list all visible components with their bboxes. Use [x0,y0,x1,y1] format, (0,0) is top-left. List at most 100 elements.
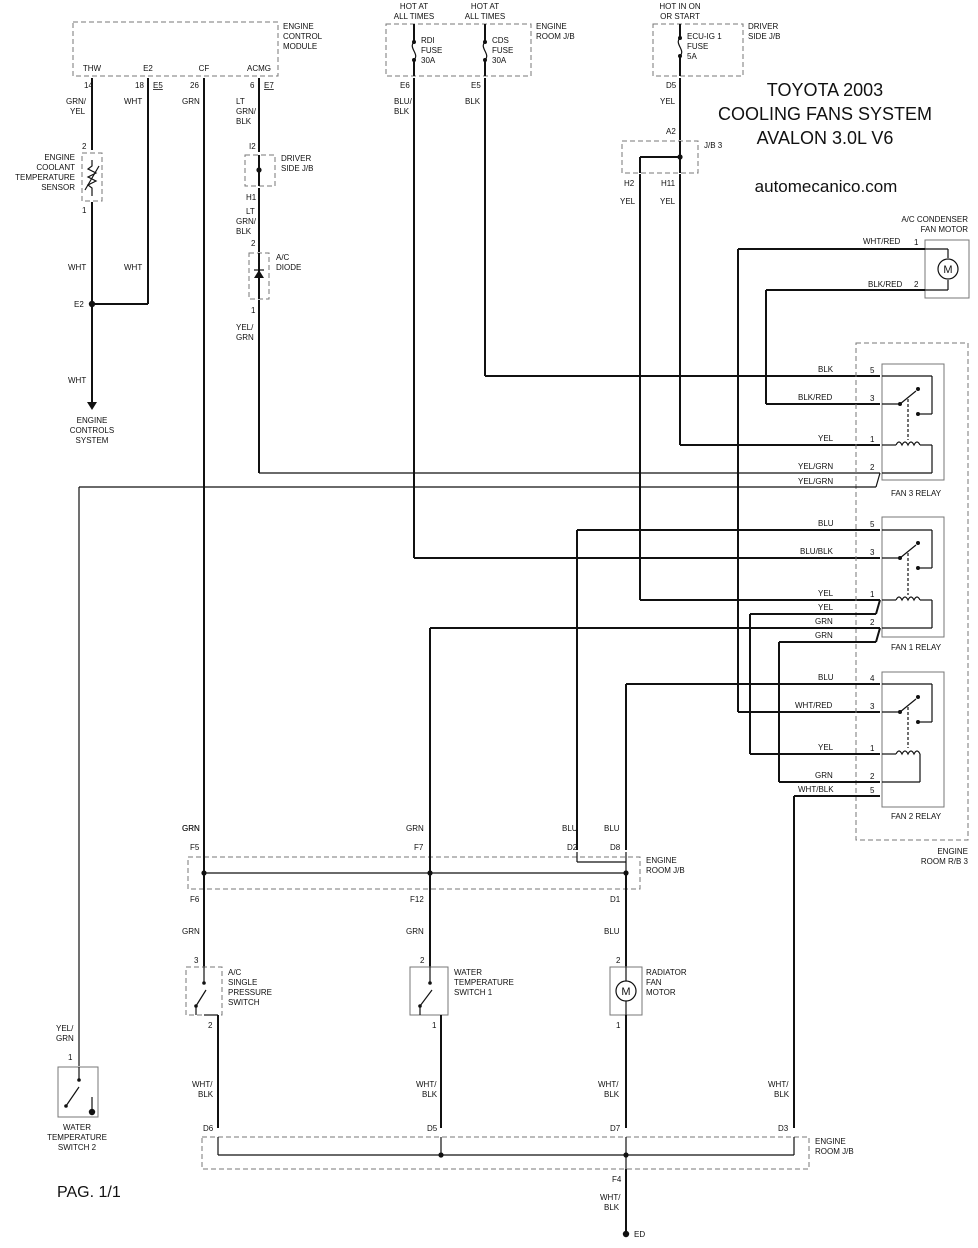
svg-text:18: 18 [135,81,144,90]
svg-text:WHT/: WHT/ [768,1080,789,1089]
svg-text:ENGINE: ENGINE [937,847,968,856]
svg-text:E5: E5 [471,81,481,90]
svg-text:ROOM J/B: ROOM J/B [536,32,575,41]
svg-text:HOT AT: HOT AT [471,2,499,11]
fuse-block: HOT AT ALL TIMES HOT AT ALL TIMES RDI FU… [385,2,575,90]
website-text: automecanico.com [755,177,898,196]
water-temp-switch-1: 2 WATER TEMPERATURE SWITCH 1 1 [409,956,514,1128]
svg-text:D5: D5 [666,81,677,90]
svg-text:2: 2 [82,142,87,151]
svg-text:YEL: YEL [660,97,676,106]
svg-text:ROOM J/B: ROOM J/B [646,866,685,875]
svg-text:SENSOR: SENSOR [41,183,75,192]
svg-text:WHT: WHT [124,97,142,106]
svg-text:BLK/RED: BLK/RED [868,280,902,289]
svg-text:1: 1 [68,1053,73,1062]
svg-text:F12: F12 [410,895,424,904]
svg-text:BLK: BLK [465,97,481,106]
svg-text:2: 2 [251,239,256,248]
svg-text:DRIVER: DRIVER [748,22,778,31]
svg-text:E5: E5 [153,81,163,90]
water-temp-switch-2: YEL/ GRN 1 WATER TEMPERATURE SWITCH 2 [47,1024,107,1152]
svg-text:5A: 5A [687,52,697,61]
svg-text:BLK/RED: BLK/RED [798,393,832,402]
svg-text:TEMPERATURE: TEMPERATURE [454,978,514,987]
svg-text:BLU: BLU [818,673,834,682]
svg-text:ENGINE: ENGINE [536,22,567,31]
svg-text:WATER: WATER [63,1123,91,1132]
svg-text:FUSE: FUSE [687,42,708,51]
svg-text:ENGINE: ENGINE [44,153,75,162]
svg-text:H2: H2 [624,179,635,188]
svg-text:J/B 3: J/B 3 [704,141,723,150]
svg-text:D2: D2 [567,843,578,852]
svg-text:FAN: FAN [646,978,662,987]
svg-text:3: 3 [870,702,875,711]
svg-text:M: M [621,986,630,998]
page-label: PAG. 1/1 [57,1184,121,1201]
svg-text:WHT/BLK: WHT/BLK [798,785,834,794]
svg-text:H1: H1 [246,193,257,202]
jb3: A2 J/B 3 H2 H11 YEL YEL [620,127,880,601]
ect-sensor: 2 ENGINE COOLANT TEMPERATURE SENSOR 1 [15,142,103,215]
svg-text:1: 1 [870,590,875,599]
svg-text:GRN: GRN [815,617,833,626]
svg-text:WATER: WATER [454,968,482,977]
svg-text:YEL/: YEL/ [236,323,254,332]
svg-text:F4: F4 [612,1175,622,1184]
svg-text:YEL/GRN: YEL/GRN [798,477,833,486]
svg-text:COOLANT: COOLANT [36,163,75,172]
svg-text:SIDE J/B: SIDE J/B [748,32,780,41]
radiator-fan-motor: 2 M RADIATOR FAN MOTOR 1 [609,956,687,1128]
svg-text:ROOM J/B: ROOM J/B [815,1147,854,1156]
svg-text:WHT/: WHT/ [192,1080,213,1089]
svg-text:ECU-IG 1: ECU-IG 1 [687,32,722,41]
svg-text:2: 2 [616,956,621,965]
ecm-terminal-thw: THW [83,64,102,73]
svg-text:PRESSURE: PRESSURE [228,988,272,997]
svg-text:BLK: BLK [774,1090,790,1099]
svg-text:GRN: GRN [182,927,200,936]
svg-text:SYSTEM: SYSTEM [76,436,109,445]
svg-text:GRN: GRN [815,771,833,780]
svg-text:YEL: YEL [620,197,636,206]
svg-text:5: 5 [870,786,875,795]
svg-text:BLU: BLU [604,927,620,936]
svg-text:LT: LT [246,207,255,216]
svg-text:LT: LT [236,97,245,106]
svg-text:2: 2 [208,1021,213,1030]
ecm-block: ENGINE CONTROL MODULE THW E2 CF ACMG 14 … [72,21,323,90]
svg-text:I2: I2 [249,142,256,151]
svg-text:YEL: YEL [818,589,834,598]
svg-text:YEL: YEL [818,603,834,612]
ecu-ig-fuse: HOT IN ON OR START ECU-IG 1 FUSE 5A DRIV… [652,2,780,140]
svg-text:A/C: A/C [276,253,290,262]
svg-text:TEMPERATURE: TEMPERATURE [15,173,75,182]
svg-text:D1: D1 [610,895,621,904]
svg-text:HOT IN ON: HOT IN ON [659,2,700,11]
svg-text:D8: D8 [610,843,621,852]
svg-text:ROOM R/B 3: ROOM R/B 3 [921,857,969,866]
svg-text:D3: D3 [778,1124,789,1133]
svg-text:2: 2 [420,956,425,965]
svg-text:E7: E7 [264,81,274,90]
svg-text:D5: D5 [427,1124,438,1133]
svg-text:OR START: OR START [660,12,700,21]
engine-room-jb-mid: GRN GRN BLU BLU F5 F7 D2 D8 ENGINE ROOM … [182,824,685,967]
svg-text:BLK: BLK [818,365,834,374]
svg-text:BLK: BLK [198,1090,214,1099]
svg-text:WHT/: WHT/ [598,1080,619,1089]
svg-text:SWITCH 1: SWITCH 1 [454,988,493,997]
svg-text:ALL TIMES: ALL TIMES [394,12,434,21]
svg-text:ENGINE: ENGINE [646,856,677,865]
svg-text:DRIVER: DRIVER [281,154,311,163]
svg-text:YEL: YEL [818,743,834,752]
svg-text:GRN/: GRN/ [236,217,257,226]
svg-text:2: 2 [914,280,919,289]
svg-text:E2: E2 [74,300,84,309]
svg-text:RADIATOR: RADIATOR [646,968,687,977]
svg-text:E6: E6 [400,81,410,90]
title-line2: COOLING FANS SYSTEM [718,104,932,124]
svg-text:1: 1 [914,238,919,247]
